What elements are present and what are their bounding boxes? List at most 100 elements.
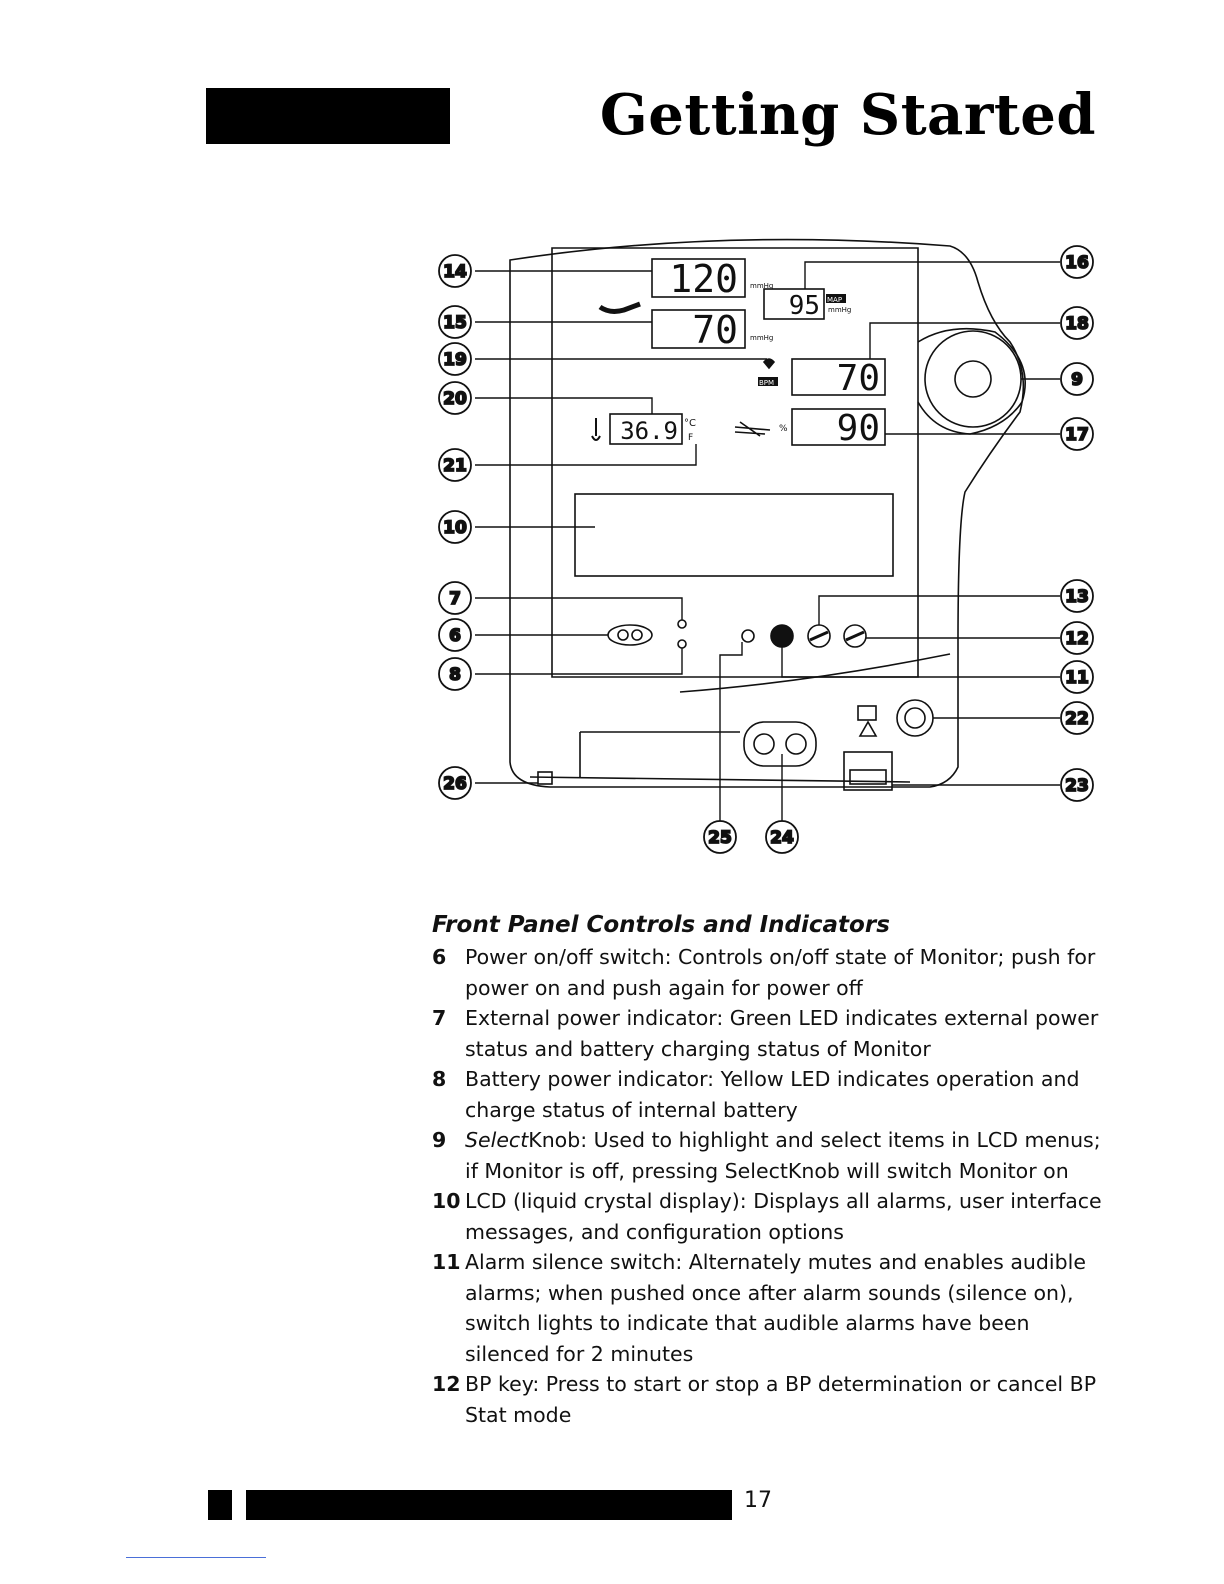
item-number: 8 [432,1067,447,1091]
callout-label: 20 [443,389,467,409]
knob-housing [917,327,1026,435]
callout-20: 20 [438,381,472,415]
callout-label: 12 [1065,629,1089,649]
battery-led [677,639,687,649]
spo2-value: 90 [837,408,880,449]
heart-icon [762,358,776,370]
callout-label: 24 [770,828,794,848]
external-power-led [677,619,687,629]
map-badge [826,294,846,303]
callout-label: 16 [1065,253,1089,273]
item-text: BP key: Press to start or stop a BP dete… [465,1372,1097,1427]
item-number: 9 [432,1128,447,1152]
list-item: 6 Power on/off switch: Controls on/off st… [432,942,1112,1003]
fahrenheit-label: F [688,433,693,443]
callout-9: 9 [1060,362,1094,396]
map-display [763,288,825,320]
monitor-body [509,238,1025,788]
item-number: 10 [432,1189,461,1213]
callout-25: 25 [703,820,737,854]
callout-label: 17 [1065,425,1089,445]
bottom-rule [126,1557,266,1558]
callout-label: 13 [1065,587,1089,607]
item-text-italic: Select [465,1128,529,1152]
footer-black-bar [246,1490,732,1520]
data-port [843,751,893,791]
footer-black-square [208,1490,232,1520]
callout-17: 17 [1060,417,1094,451]
item-text: LCD (liquid crystal display): Displays a… [465,1189,1102,1244]
pulse-display [791,358,886,396]
callout-22: 22 [1060,701,1094,735]
callout-label: 9 [1071,370,1083,390]
callout-24: 24 [765,820,799,854]
pulse-value: 70 [837,358,880,399]
diastolic-value: 70 [692,308,738,352]
bp-key-button [843,624,867,648]
callout-18: 18 [1060,306,1094,340]
power-button [607,624,653,646]
callout-label: 14 [443,262,467,282]
bpm-badge [758,377,778,386]
cuff-icon [598,301,641,314]
percent-label: % [779,424,788,434]
list-item: 9 SelectKnob: Used to highlight and selec… [432,1125,1112,1186]
callout-26: 26 [438,766,472,800]
temp-connector [743,721,817,767]
callout-7: 7 [438,581,472,615]
callout-label: 23 [1065,776,1089,796]
callout-label: 15 [443,313,467,333]
callout-label: 19 [443,350,467,370]
callout-label: 8 [449,665,461,685]
alarm-led [741,629,755,643]
callout-label: 6 [449,626,461,646]
callout-15: 15 [438,305,472,339]
map-value: 95 [789,291,820,321]
item-text: Battery power indicator: Yellow LED indi… [465,1067,1080,1122]
mmhg-label-systolic: mmHg [750,282,773,290]
callout-label: 7 [449,589,461,609]
alarm-silence-button [770,624,794,648]
temperature-value: 36.9 [620,417,678,445]
select-knob-inner [954,360,992,398]
controls-list: 6 Power on/off switch: Controls on/off st… [432,942,1112,1430]
callout-23: 23 [1060,768,1094,802]
callout-11: 11 [1060,660,1094,694]
map-label: MAP [827,296,842,304]
item-number: 6 [432,945,447,969]
callout-label: 21 [443,456,467,476]
systolic-display [651,258,746,298]
header-black-bar [206,88,450,144]
item-number: 11 [432,1250,461,1274]
systolic-value: 120 [669,257,738,301]
list-item: 8 Battery power indicator: Yellow LED ind… [432,1064,1112,1125]
callout-12: 12 [1060,621,1094,655]
bpm-label: BPM [759,379,774,387]
callout-label: 26 [443,774,467,794]
callout-16: 16 [1060,245,1094,279]
callout-label: 25 [708,828,732,848]
callout-label: 18 [1065,314,1089,334]
callout-label: 22 [1065,709,1089,729]
callout-19: 19 [438,342,472,376]
sensor-icon [734,421,771,437]
celsius-label: °C [684,418,696,429]
thermometer-icon [591,418,601,441]
diastolic-display [651,309,746,349]
callout-label: 10 [443,518,467,538]
spo2-display [791,408,886,446]
mmhg-label-map: mmHg [828,306,851,314]
item-text: Power on/off switch: Controls on/off sta… [465,945,1096,1000]
spo2-connector [896,699,934,737]
select-knob-outer [924,330,1022,428]
item-text: Alarm silence switch: Alternately mutes … [465,1250,1086,1366]
mmhg-label-diastolic: mmHg [750,334,773,342]
item-text: Knob: Used to highlight and select items… [465,1128,1101,1183]
item-number: 12 [432,1372,461,1396]
callout-13: 13 [1060,579,1094,613]
